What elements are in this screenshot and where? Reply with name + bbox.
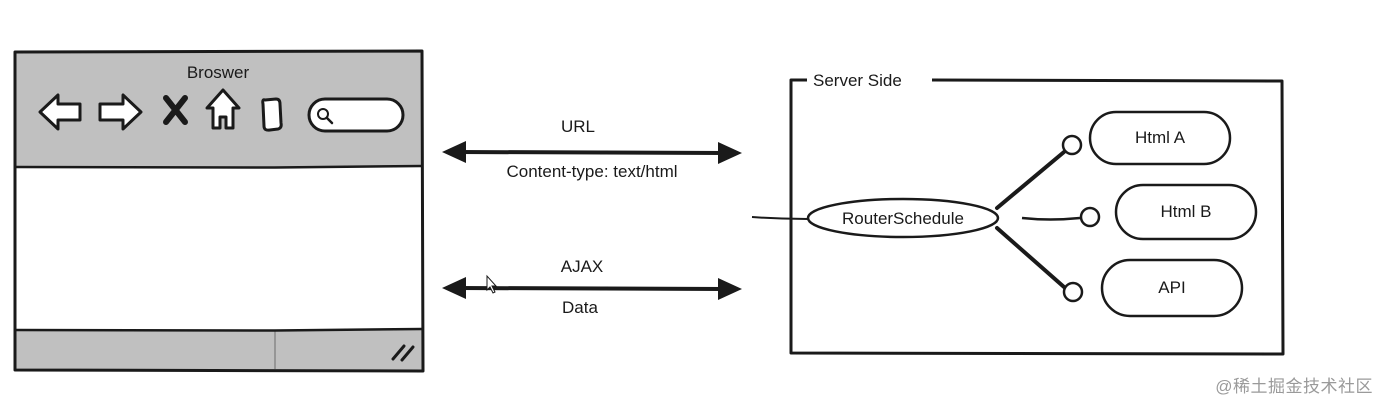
server-side-frame (789, 78, 1285, 356)
target-node-api[interactable] (1100, 258, 1244, 318)
connection-top-label-above: URL (561, 117, 595, 136)
connection-top: URL Content-type: text/html (442, 117, 742, 181)
target-label-html-a: Html A (1135, 128, 1186, 147)
bookmark-icon[interactable] (261, 97, 283, 132)
connection-top-arrowhead-left (442, 141, 466, 163)
browser-status-bar (15, 330, 422, 370)
browser-status-divider (14, 327, 423, 332)
branch-line-b (1021, 216, 1081, 221)
branch-line-a (995, 150, 1066, 210)
watermark-text: @稀土掘金技术社区 (1215, 377, 1373, 396)
server-side-group: Server Side RouterSchedule Html A Html B… (751, 71, 1285, 356)
server-side-title: Server Side (813, 71, 902, 90)
forward-arrow-icon[interactable] (98, 93, 143, 131)
search-input[interactable] (307, 97, 405, 133)
browser-window: Broswer (13, 49, 425, 373)
router-node[interactable] (806, 197, 1000, 239)
connection-bottom-line (457, 286, 726, 291)
browser-title: Broswer (187, 63, 250, 82)
browser-frame (13, 49, 425, 373)
connector-circle-api (1062, 281, 1084, 303)
browser-toolbar-divider (14, 164, 423, 169)
target-node-html-b[interactable] (1114, 183, 1258, 241)
close-icon[interactable] (163, 95, 188, 125)
target-label-html-b: Html B (1161, 202, 1212, 221)
back-arrow-icon[interactable] (38, 93, 82, 131)
connection-top-label-below: Content-type: text/html (506, 162, 677, 181)
target-label-api: API (1158, 278, 1185, 297)
connection-bottom-label-below: Data (562, 298, 598, 317)
branch-line-api (995, 226, 1066, 289)
connection-bottom-arrowhead-left (442, 277, 466, 299)
mouse-cursor-icon (486, 274, 498, 294)
connector-circle-b (1079, 206, 1101, 228)
connection-bottom-arrowhead-right (718, 278, 742, 300)
resize-grip-icon[interactable] (391, 344, 415, 362)
connector-circle-a (1061, 134, 1083, 156)
connection-bottom: AJAX Data (442, 257, 742, 317)
connection-top-arrowhead-right (718, 142, 742, 164)
search-icon (317, 108, 334, 125)
target-node-html-a[interactable] (1088, 110, 1232, 166)
connection-bottom-label-above: AJAX (561, 257, 604, 276)
connection-top-line (457, 150, 726, 155)
home-icon[interactable] (205, 88, 241, 130)
router-input-line (751, 216, 809, 220)
router-label: RouterSchedule (842, 209, 964, 228)
